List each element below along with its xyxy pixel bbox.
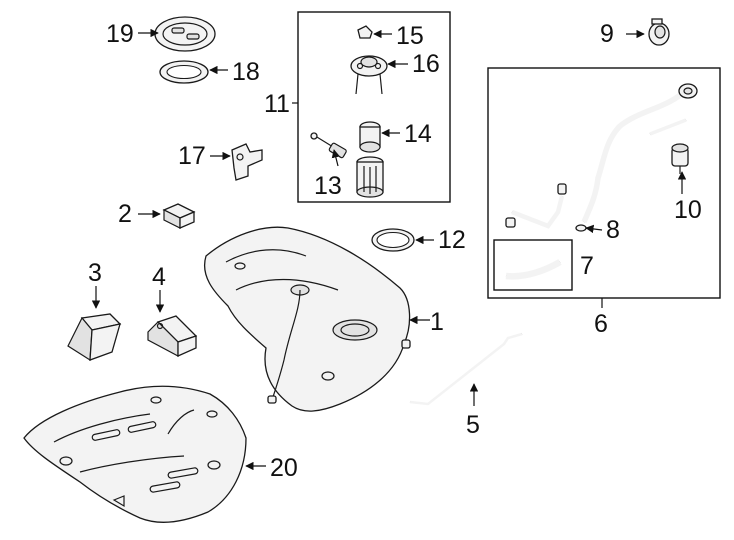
- part-filter-canister: [356, 156, 384, 198]
- callout-12: 12: [438, 226, 466, 254]
- part-20-heat-shield: [23, 385, 247, 523]
- part-3-pad: [67, 313, 122, 362]
- fuel-pump-group-box: [297, 11, 451, 203]
- callout-17: 17: [178, 142, 206, 170]
- part-19-cover-plate: [154, 16, 216, 52]
- callout-11: 11: [264, 90, 290, 118]
- part-7-hose: [505, 259, 562, 280]
- filler-neck-group-box: [487, 67, 721, 299]
- callout-7: 7: [580, 252, 594, 280]
- callout-4: 4: [152, 263, 166, 291]
- callout-15: 15: [396, 22, 424, 50]
- part-15-connector: [357, 25, 373, 39]
- hose-sub-box: [493, 239, 573, 291]
- callout-13: 13: [314, 172, 342, 200]
- callout-9: 9: [600, 20, 614, 48]
- part-18-lock-ring: [159, 60, 209, 84]
- callout-3: 3: [88, 259, 102, 287]
- part-17-bracket: [231, 143, 263, 181]
- part-10-valve: [671, 143, 689, 174]
- callout-19: 19: [106, 20, 134, 48]
- part-9-fuel-cap: [648, 18, 670, 46]
- callout-20: 20: [270, 454, 298, 482]
- callout-1: 1: [430, 308, 444, 336]
- part-1-fuel-tank: [203, 226, 411, 412]
- callout-5: 5: [466, 411, 480, 439]
- callout-16: 16: [412, 50, 440, 78]
- part-12-gasket: [371, 228, 415, 252]
- part-8-clamp: [575, 224, 587, 232]
- part-2-block: [162, 203, 196, 229]
- part-6-filler-neck: [581, 83, 698, 224]
- callout-14: 14: [404, 120, 432, 148]
- part-14-strainer: [359, 121, 381, 153]
- callout-8: 8: [606, 216, 620, 244]
- callout-18: 18: [232, 58, 260, 86]
- part-5-strap: [409, 332, 523, 406]
- part-vent-hose: [505, 183, 567, 229]
- part-4-module: [147, 315, 198, 358]
- part-16-pump-flange: [350, 55, 388, 95]
- leader-lines: [91, 28, 687, 471]
- callout-10: 10: [674, 196, 702, 224]
- callout-2: 2: [118, 200, 132, 228]
- callout-6: 6: [594, 310, 608, 338]
- part-13-level-sender: [310, 132, 347, 159]
